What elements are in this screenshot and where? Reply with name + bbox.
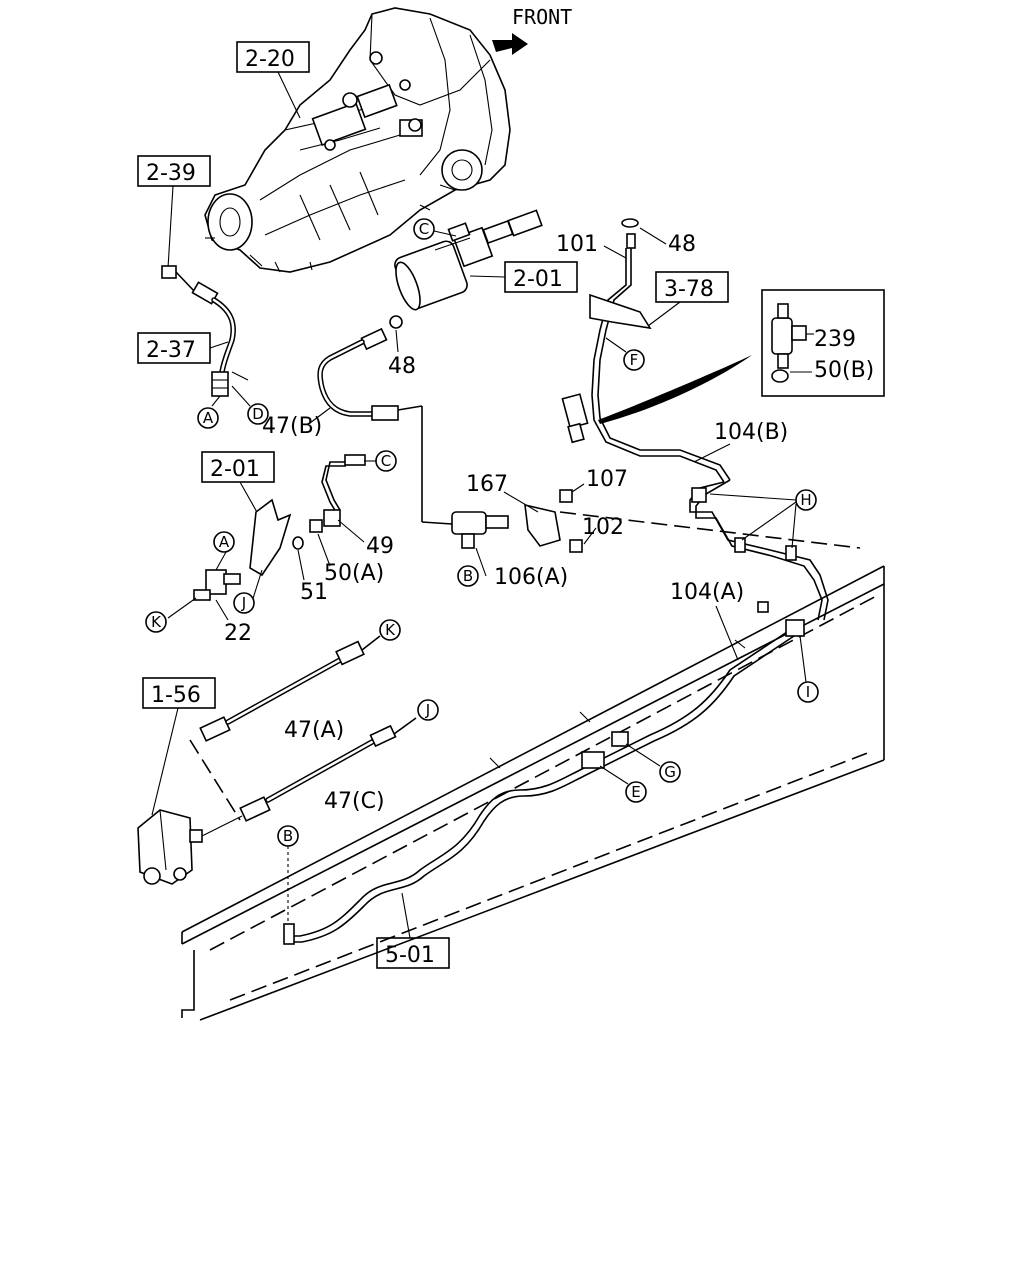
- hose-47c: [239, 717, 417, 822]
- ref-2-01-mid: 2-01: [201, 451, 275, 515]
- bracket-2-01: [167, 454, 366, 621]
- connector-b-low: B: [277, 825, 299, 922]
- connector-k-mid: K: [145, 611, 167, 633]
- connector-k-low: K: [379, 619, 401, 641]
- hose-2-37: [161, 265, 249, 407]
- front-indicator: FRONT: [492, 5, 572, 55]
- svg-text:K: K: [151, 613, 162, 631]
- part-107: 107: [586, 467, 628, 492]
- connector-b-mid: B: [457, 565, 479, 587]
- ref-2-39-text: 2-39: [146, 161, 196, 186]
- main-hose: [598, 355, 752, 424]
- valve-1-56: [137, 809, 243, 885]
- part-50a: 50(A): [324, 561, 384, 586]
- part-49: 49: [366, 534, 394, 559]
- svg-text:A: A: [203, 409, 214, 427]
- junction-106a: [451, 483, 597, 577]
- connector-d: D: [231, 385, 269, 425]
- ref-2-01-top-text: 2-01: [513, 267, 563, 292]
- pipe-104a: [283, 601, 805, 945]
- svg-text:E: E: [631, 783, 640, 801]
- connector-e: E: [599, 765, 647, 803]
- part-106a: 106(A): [494, 565, 568, 590]
- ref-2-20: 2-20: [236, 41, 310, 119]
- svg-text:B: B: [463, 567, 473, 585]
- svg-text:B: B: [283, 827, 293, 845]
- inset-fitting: [761, 289, 885, 397]
- svg-text:J: J: [241, 594, 246, 612]
- svg-text:C: C: [419, 220, 429, 238]
- part-47b: 47(B): [262, 414, 322, 439]
- clutch-booster: [394, 209, 543, 311]
- part-167: 167: [466, 472, 508, 497]
- part-51: 51: [300, 580, 328, 605]
- ref-2-39: 2-39: [137, 155, 211, 269]
- svg-text:D: D: [252, 405, 264, 423]
- part-50b: 50(B): [814, 358, 874, 383]
- connector-c-mid: C: [364, 450, 397, 472]
- ref-5-01: 5-01: [376, 892, 450, 969]
- ref-1-56-text: 1-56: [151, 683, 201, 708]
- part-48-mid: 48: [388, 354, 416, 379]
- part-104a: 104(A): [670, 580, 744, 605]
- front-arrow-icon: [492, 33, 528, 55]
- svg-text:F: F: [630, 351, 639, 369]
- connector-f: F: [605, 337, 645, 371]
- ref-2-37: 2-37: [137, 332, 229, 364]
- ref-3-78-text: 3-78: [664, 277, 714, 302]
- part-22: 22: [224, 621, 252, 646]
- front-label: FRONT: [512, 5, 572, 29]
- part-104b: 104(B): [714, 420, 788, 445]
- svg-text:J: J: [425, 701, 430, 719]
- part-labels: 101 48 48 47(B) 239 50(B) 104(B) 167 107…: [224, 227, 874, 814]
- part-239: 239: [814, 327, 856, 352]
- ref-2-01-top: 2-01: [469, 261, 578, 293]
- part-102: 102: [582, 515, 624, 540]
- connector-a-top: A: [197, 407, 219, 429]
- svg-text:H: H: [800, 491, 811, 509]
- connector-h: H: [795, 489, 817, 511]
- svg-text:I: I: [806, 683, 810, 701]
- transmission-assembly: [204, 7, 511, 273]
- part-47c: 47(C): [324, 789, 385, 814]
- pipe-101: [561, 218, 731, 483]
- ref-2-37-text: 2-37: [146, 338, 196, 363]
- connector-c-top: C: [413, 218, 457, 240]
- connector-g: G: [625, 743, 681, 783]
- part-101: 101: [556, 232, 598, 257]
- ref-2-01-mid-text: 2-01: [210, 457, 260, 482]
- svg-text:A: A: [219, 533, 230, 551]
- connector-j-low: J: [417, 699, 439, 721]
- connector-i: I: [797, 635, 819, 703]
- part-48-top: 48: [668, 232, 696, 257]
- connector-a-mid: A: [213, 531, 235, 553]
- line-47b: [317, 315, 453, 525]
- ref-1-56: 1-56: [142, 677, 216, 816]
- part-47a: 47(A): [284, 718, 344, 743]
- connector-j-mid: J: [233, 592, 255, 614]
- ref-3-78: 3-78: [647, 271, 729, 327]
- svg-text:C: C: [381, 452, 391, 470]
- pipe-104b: [689, 479, 829, 621]
- hose-47a: [199, 635, 381, 742]
- ref-2-20-text: 2-20: [245, 47, 295, 72]
- connector-markers: C D A F C H A: [145, 218, 819, 922]
- svg-text:K: K: [385, 621, 396, 639]
- svg-text:G: G: [664, 763, 676, 781]
